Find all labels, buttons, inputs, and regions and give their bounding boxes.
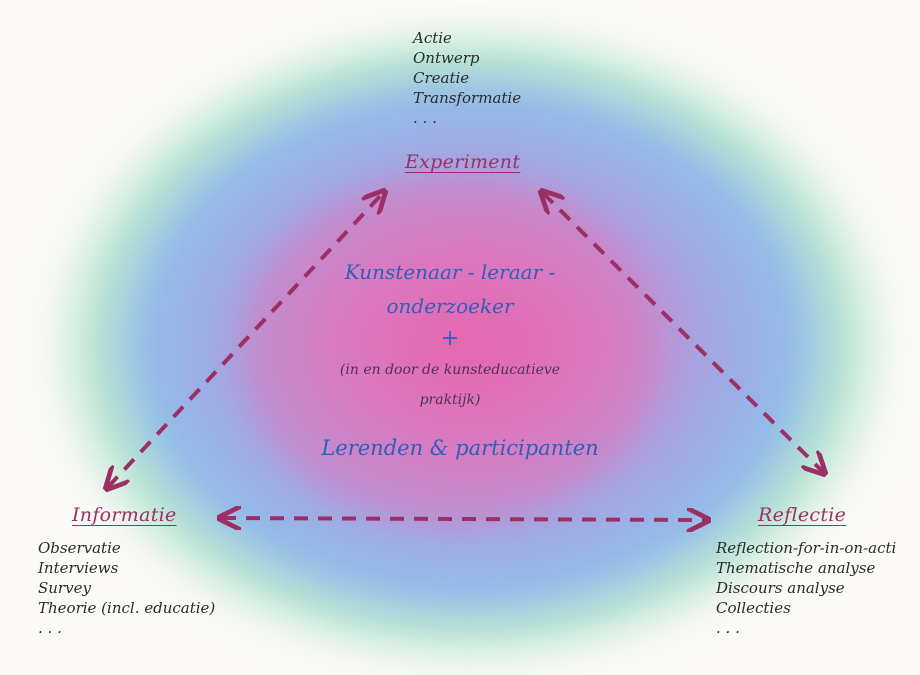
experiment-item: Creatie	[413, 69, 470, 87]
experiment-item: Transformatie	[413, 89, 522, 107]
arrow-informatie-experiment	[108, 193, 383, 487]
experiment-item: Actie	[413, 29, 452, 47]
center-line-5: Lerenden & participanten	[321, 436, 599, 460]
informatie-item: . . .	[38, 619, 62, 637]
informatie-list: Observatie Interviews Survey Theorie (in…	[38, 538, 215, 638]
informatie-item: Survey	[38, 579, 91, 597]
experiment-item: . . .	[413, 109, 437, 127]
experiment-list: Actie Ontwerp Creatie Transformatie . . …	[413, 28, 521, 128]
informatie-title: Informatie	[72, 504, 177, 526]
reflectie-item: . . .	[716, 619, 740, 637]
experiment-title: Experiment	[405, 151, 521, 173]
reflectie-list: Reflection-for-in-on-acti Thematische an…	[716, 538, 896, 638]
arrow-informatie-reflectie	[222, 518, 706, 520]
informatie-item: Theorie (incl. educatie)	[38, 599, 216, 617]
center-line-3: (in en door de kunsteducatieve	[339, 362, 561, 378]
informatie-item: Observatie	[38, 539, 121, 557]
informatie-item: Interviews	[38, 559, 119, 577]
center-line-4: praktijk)	[419, 392, 481, 408]
experiment-item: Ontwerp	[413, 49, 480, 67]
center-plus: +	[440, 326, 460, 351]
reflectie-item: Collecties	[716, 599, 791, 617]
center-line-1: Kunstenaar - leraar -	[344, 260, 556, 284]
reflectie-item: Discours analyse	[716, 579, 845, 597]
reflectie-item: Thematische analyse	[716, 559, 876, 577]
arrow-experiment-reflectie	[543, 193, 823, 472]
reflectie-title: Reflectie	[758, 504, 847, 526]
center-line-2: onderzoeker	[386, 294, 514, 318]
reflectie-item: Reflection-for-in-on-acti	[716, 539, 897, 557]
